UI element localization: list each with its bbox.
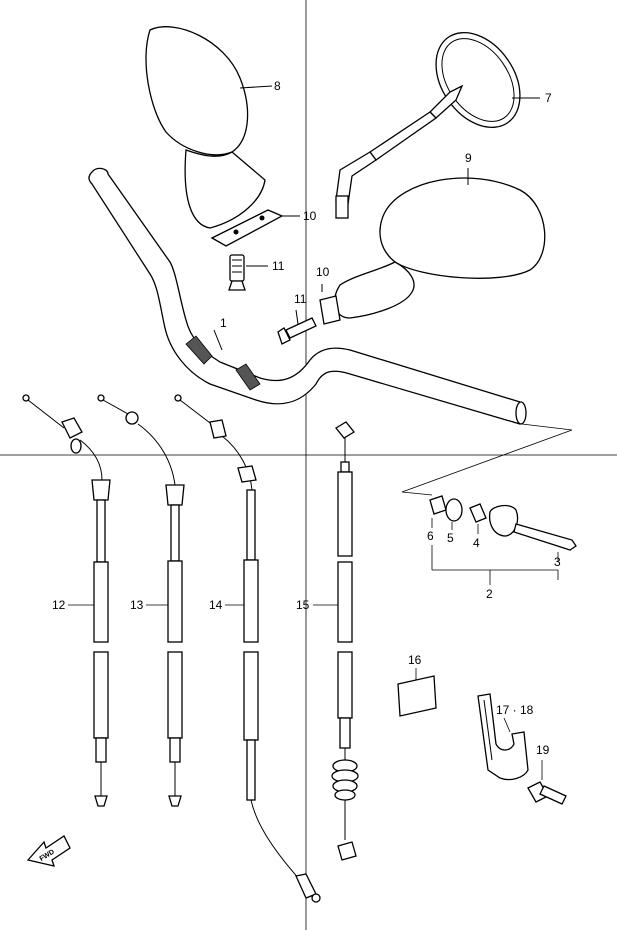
cable-15-part bbox=[331, 421, 359, 861]
callout-3: 3 bbox=[554, 555, 561, 569]
callout-11-right: 11 bbox=[294, 292, 307, 306]
label-sticker-part bbox=[397, 668, 437, 717]
mirror-right-part bbox=[333, 168, 546, 319]
handlebar-part bbox=[88, 167, 527, 425]
callout-4: 4 bbox=[473, 536, 480, 550]
forward-arrow-icon: FWD bbox=[26, 835, 71, 867]
callout-13: 13 bbox=[130, 598, 144, 612]
callout-14: 14 bbox=[209, 598, 223, 612]
bolt-19-part bbox=[527, 760, 567, 805]
balancer-assembly-part bbox=[401, 423, 577, 585]
guide-bracket-part bbox=[477, 693, 529, 781]
cable-13-part bbox=[97, 394, 185, 807]
callout-10-upper: 10 bbox=[303, 209, 317, 223]
cable-14-part bbox=[174, 394, 321, 903]
callout-1: 1 bbox=[220, 316, 227, 330]
callout-2: 2 bbox=[486, 587, 493, 601]
callout-15: 15 bbox=[296, 598, 310, 612]
callout-11-upper: 11 bbox=[272, 259, 285, 273]
callout-19: 19 bbox=[536, 743, 550, 757]
callout-10-right: 10 bbox=[316, 265, 330, 279]
callout-5: 5 bbox=[447, 531, 454, 545]
mirror-round-part bbox=[335, 32, 540, 219]
callout-17-18: 17 · 18 bbox=[496, 703, 534, 717]
bolt-upper-part bbox=[228, 254, 268, 291]
mirror-left-part bbox=[145, 26, 273, 229]
callout-7: 7 bbox=[545, 91, 552, 105]
bolt-right-part bbox=[277, 309, 317, 345]
callout-6: 6 bbox=[427, 529, 434, 543]
callout-9: 9 bbox=[465, 151, 472, 165]
cable-12-part bbox=[22, 394, 111, 807]
gasket-plate-part bbox=[210, 209, 300, 247]
callout-8: 8 bbox=[274, 79, 281, 93]
callout-16: 16 bbox=[408, 653, 422, 667]
callout-12: 12 bbox=[52, 598, 66, 612]
collar-part bbox=[319, 284, 341, 325]
